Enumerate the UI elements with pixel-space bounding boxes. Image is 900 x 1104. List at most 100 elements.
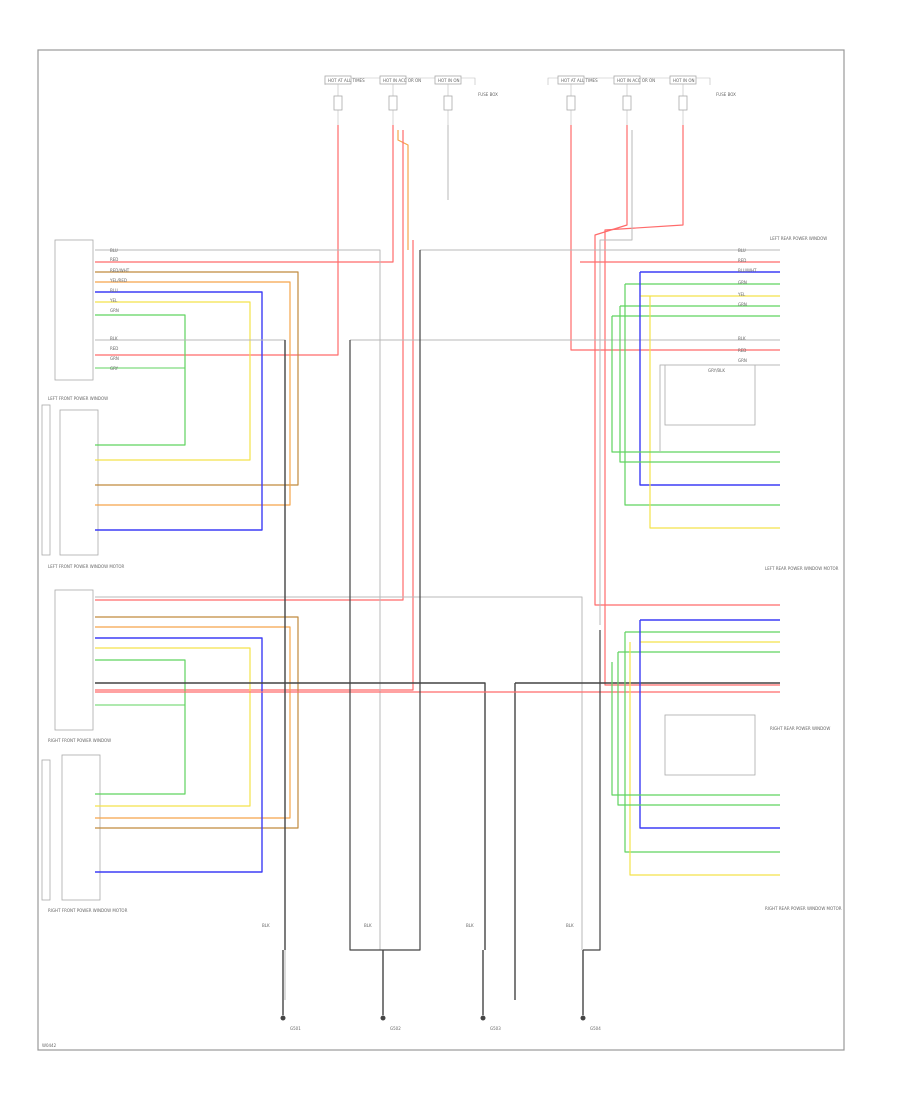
wire-bus-gray-top: [95, 249, 381, 950]
wire-bus-blue-r2-down: [639, 620, 780, 829]
wire-feed-red-r2: [594, 125, 780, 606]
wire-label-right-1: RED: [738, 258, 746, 263]
fuse-group-left: HOT AT ALL TIMES HOT IN ACC OR ON HOT IN…: [324, 75, 498, 125]
wire-bus-orange-l2: [95, 626, 291, 819]
wire-bus-gray-r-inner: [659, 364, 780, 452]
ground-wire-label-3: BLK: [466, 923, 474, 928]
wire-label-left-2: RED/WHT: [110, 268, 130, 273]
ground-3-label: G503: [490, 1026, 501, 1031]
fuse-left-1-label: HOT AT ALL TIMES: [328, 78, 365, 83]
lr-module-label: LEFT REAR POWER WINDOW: [770, 236, 827, 241]
wire-label-left-9: GRN: [110, 356, 119, 361]
wire-label-right-5: GRN: [738, 302, 747, 307]
wire-ground-bus-4: [583, 630, 601, 951]
wire-bus-yellow-r2-down: [629, 642, 780, 876]
wire-bus-green-r-down3: [611, 316, 780, 453]
fuse-group-right: HOT AT ALL TIMES HOT IN ACC OR ON HOT IN…: [547, 75, 736, 125]
ground-wire-labels: BLK BLK BLK BLK: [262, 923, 574, 928]
wire-bus-gray-l3: [95, 339, 286, 1000]
rf-module-block: RIGHT FRONT POWER WINDOW RIGHT FRONT POW…: [41, 589, 128, 913]
lf-module-block: LEFT FRONT POWER WINDOW LEFT FRONT POWER…: [41, 239, 125, 569]
fuse-left-1: HOT AT ALL TIMES: [324, 75, 365, 125]
fuse-box-right-label: FUSE BOX: [716, 92, 736, 97]
rf-motor-label: RIGHT FRONT POWER WINDOW MOTOR: [48, 908, 128, 913]
lr-motor-label: LEFT REAR POWER WINDOW MOTOR: [765, 566, 839, 571]
wire-label-left-10: GRY: [110, 366, 119, 371]
fuse-right-1: HOT AT ALL TIMES: [557, 75, 598, 125]
rr-module-label: RIGHT REAR POWER WINDOW: [770, 726, 830, 731]
wire-feed-red-1: [95, 125, 339, 356]
fuse-right-2: HOT IN ACC OR ON: [613, 75, 655, 125]
wire-bus-yellow-l2: [95, 647, 251, 807]
wire-bus-blue-l2: [95, 637, 263, 873]
wire-ground-bus-2: [349, 340, 383, 951]
fuse-right-2-label: HOT IN ACC OR ON: [617, 78, 655, 83]
wire-bus-green-r6-down: [611, 662, 780, 796]
wire-feed-red-r3: [604, 125, 780, 686]
wire-bus-blue-r-down: [639, 272, 780, 486]
wire-label-left-1: RED: [110, 257, 118, 262]
ground-4: G504: [580, 1015, 601, 1031]
wire-feed-red-3: [95, 130, 404, 601]
wire-label-left-4: BLU: [110, 288, 118, 293]
lf-module-label: LEFT FRONT POWER WINDOW: [48, 396, 108, 401]
wire-label-left-6: GRN: [110, 308, 119, 313]
rr-module-block: RIGHT REAR POWER WINDOW RIGHT REAR POWER…: [664, 714, 842, 911]
wire-label-right-3: GRN: [738, 280, 747, 285]
wire-labels-left: BLU RED RED/WHT YEL/RED BLU YEL GRN BLK …: [109, 248, 130, 371]
ground-1-label: G501: [290, 1026, 301, 1031]
wire-bus-brown-l: [95, 271, 299, 486]
wire-label-left-5: YEL: [109, 298, 118, 303]
wire-feed-red-4: [95, 240, 414, 691]
wire-bus-brown-l2: [95, 616, 299, 829]
wire-feed-red-2: [95, 125, 394, 263]
wire-label-left-0: BLU: [110, 248, 118, 253]
wire-label-right-9: GRY/BLK: [708, 368, 725, 373]
ground-points: G501 G502 G503 G504: [280, 1015, 601, 1031]
ground-1: G501: [280, 1015, 301, 1031]
ground-4-label: G504: [590, 1026, 601, 1031]
figure-code: W0442: [42, 1043, 57, 1048]
wire-bus-green-l3: [95, 659, 186, 795]
wire-bus-yellow-r-down: [649, 296, 780, 529]
ground-wire-label-2: BLK: [364, 923, 372, 928]
wire-bus-blue-l: [95, 291, 263, 531]
fuse-right-3-label: HOT IN ON: [673, 78, 694, 83]
wire-bus-green-r-down2: [619, 306, 780, 463]
wire-label-right-8: GRN: [738, 358, 747, 363]
wire-feed-red-r1: [570, 125, 780, 351]
wire-label-left-8: RED: [110, 346, 118, 351]
rf-module-label: RIGHT FRONT POWER WINDOW: [48, 738, 111, 743]
fuse-left-2-label: HOT IN ACC OR ON: [383, 78, 421, 83]
wire-bus-green-r-down: [624, 284, 780, 506]
ground-wire-label-1: BLK: [262, 923, 270, 928]
ground-2-label: G502: [390, 1026, 401, 1031]
fuse-left-3-label: HOT IN ON: [438, 78, 459, 83]
wire-label-right-2: BLU/WHT: [738, 268, 757, 273]
fuse-right-3: HOT IN ON: [669, 75, 697, 125]
wire-feed-gray-r1: [599, 130, 633, 625]
rr-motor-label: RIGHT REAR POWER WINDOW MOTOR: [765, 906, 842, 911]
lr-module-block: LEFT REAR POWER WINDOW LEFT REAR POWER W…: [664, 236, 839, 571]
fuse-left-3: HOT IN ON: [434, 75, 462, 125]
wire-label-left-3: YEL/RED: [109, 278, 127, 283]
wire-bus-gray-lower: [95, 596, 583, 950]
wire-label-right-4: YEL: [737, 292, 746, 297]
wire-bus-green-l: [95, 314, 186, 446]
ground-3: G503: [480, 1015, 501, 1031]
wire-bus-black-lower: [95, 682, 486, 950]
wire-bus-yellow-l: [95, 301, 251, 461]
wire-label-right-0: BLU: [738, 248, 746, 253]
fuse-right-1-label: HOT AT ALL TIMES: [561, 78, 598, 83]
fuse-left-2: HOT IN ACC OR ON: [379, 75, 421, 125]
ground-wire-label-4: BLK: [566, 923, 574, 928]
lf-motor-label: LEFT FRONT POWER WINDOW MOTOR: [48, 564, 125, 569]
ground-2: G502: [380, 1015, 401, 1031]
wire-bus-green-r5-down: [617, 652, 780, 806]
fuse-box-left-label: FUSE BOX: [478, 92, 498, 97]
wire-bus-green-r4-down: [624, 632, 780, 853]
wire-label-right-7: RED: [738, 348, 746, 353]
wire-label-right-6: BLK: [738, 336, 746, 341]
diagram-frame: [37, 49, 845, 1051]
